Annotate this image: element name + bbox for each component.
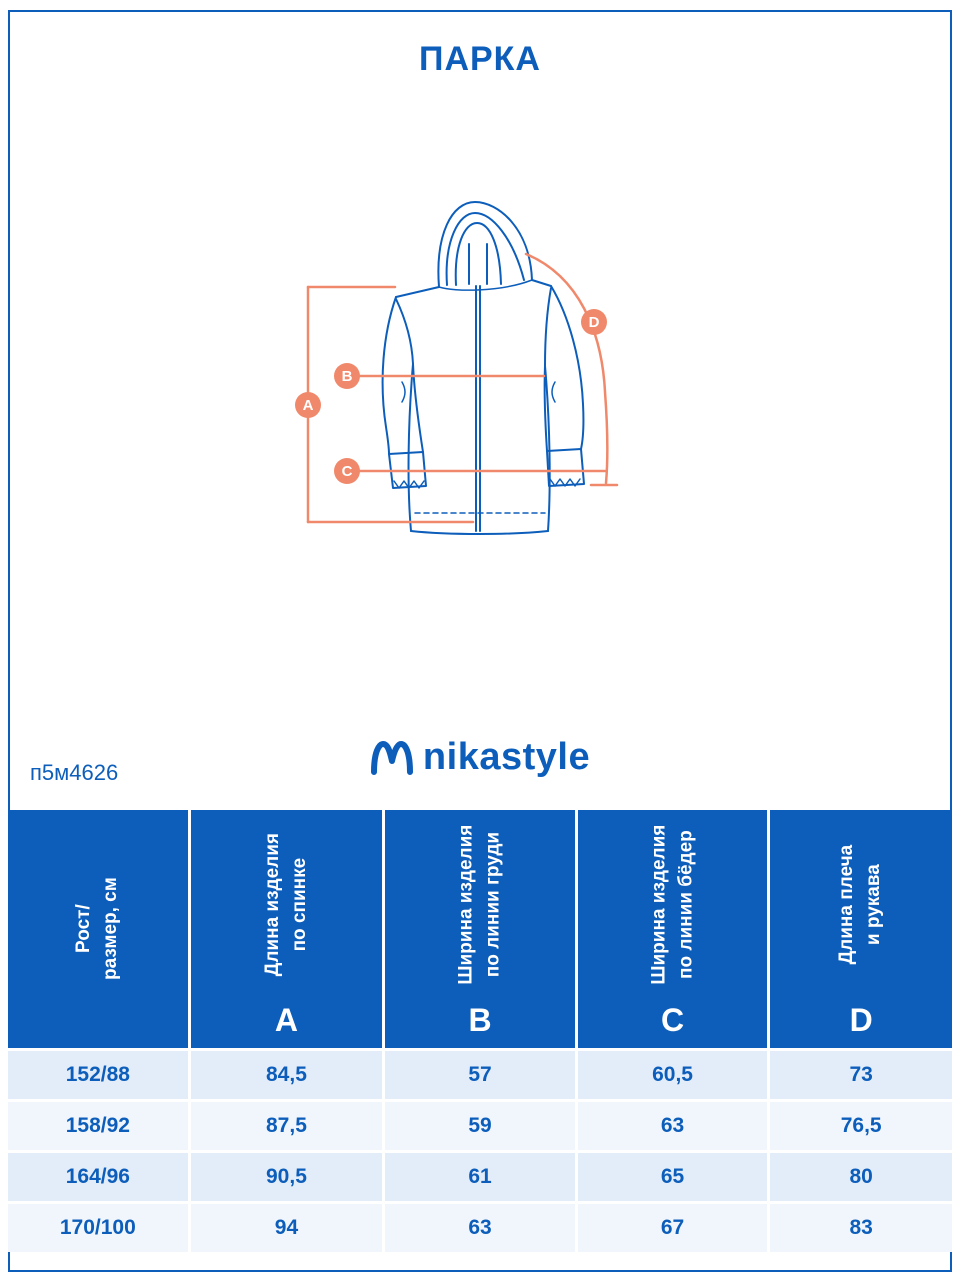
- table-cell: 76,5: [770, 1102, 952, 1150]
- size-table: Рост/ размер, см Длина изделия по спинке…: [8, 810, 952, 1252]
- header-line: Длина изделия: [261, 833, 283, 977]
- column-header-d: Длина плеча и рукава D: [770, 810, 952, 1048]
- table-cell: 94: [190, 1204, 383, 1252]
- header-line: размер, см: [99, 877, 121, 981]
- column-header-size: Рост/ размер, см: [8, 810, 188, 1048]
- table-cell: 63: [577, 1102, 768, 1150]
- table-cell: 73: [770, 1051, 952, 1099]
- header-line: Ширина изделия: [455, 825, 477, 985]
- marker-b-label: B: [342, 368, 353, 385]
- measurement-lines: [306, 252, 619, 524]
- table-cell: 84,5: [190, 1051, 383, 1099]
- header-letter: A: [274, 1001, 298, 1038]
- brand-logo: nikastyle: [0, 736, 960, 779]
- header-letter: D: [849, 1001, 873, 1038]
- marker-a-label: A: [303, 397, 314, 414]
- header-line: Длина плеча: [836, 845, 858, 965]
- header-text-wrap: Длина изделия по спинке: [191, 810, 383, 1000]
- table-cell: 65: [577, 1153, 768, 1201]
- measure-d-curve: [524, 252, 609, 485]
- header-line: по линии бёдер: [674, 830, 696, 980]
- table-cell: 59: [385, 1102, 575, 1150]
- header-text-wrap: Ширина изделия по линии бёдер: [578, 810, 768, 1000]
- brand-name: nikastyle: [422, 736, 591, 778]
- column-header-c: Ширина изделия по линии бёдер C: [577, 810, 768, 1048]
- column-header-a: Длина изделия по спинке A: [190, 810, 383, 1048]
- table-cell: 67: [577, 1204, 768, 1252]
- size-cell: 158/92: [8, 1102, 188, 1150]
- marker-a-circle: [295, 392, 321, 418]
- marker-d-circle: [581, 309, 607, 335]
- table-cell: 60,5: [577, 1051, 768, 1099]
- table-cell: 80: [770, 1153, 952, 1201]
- column-header-b: Ширина изделия по линии груди B: [385, 810, 575, 1048]
- header-text-wrap: Ширина изделия по линии груди: [385, 810, 575, 1000]
- marker-d-label: D: [589, 314, 600, 331]
- header-line: по спинке: [288, 858, 310, 952]
- nikastyle-logo-icon: [370, 740, 413, 775]
- marker-b-circle: [334, 363, 360, 389]
- table-cell: 87,5: [190, 1102, 383, 1150]
- header-line: Ширина изделия: [647, 825, 669, 985]
- product-code: п5м4626: [30, 760, 119, 785]
- header-line: и рукава: [863, 864, 885, 946]
- header-letter: C: [660, 1001, 685, 1038]
- header-line: Рост/: [73, 904, 95, 954]
- table-cell: 90,5: [190, 1153, 383, 1201]
- table-cell: 63: [385, 1204, 575, 1252]
- size-cell: 164/96: [8, 1153, 188, 1201]
- size-cell: 170/100: [8, 1204, 188, 1252]
- table-cell: 57: [385, 1051, 575, 1099]
- header-line: по линии груди: [481, 832, 503, 978]
- header-text-wrap: Длина плеча и рукава: [770, 810, 952, 1000]
- marker-c-circle: [334, 458, 360, 484]
- parka-measurement-diagram: A B C D: [295, 201, 619, 535]
- table-cell: 83: [770, 1204, 952, 1252]
- table-cell: 61: [385, 1153, 575, 1201]
- size-cell: 152/88: [8, 1051, 188, 1099]
- marker-c-label: C: [342, 463, 353, 480]
- measurement-markers: A B C D: [295, 309, 607, 484]
- parka-outline: [381, 201, 585, 535]
- header-letter: B: [468, 1001, 492, 1038]
- header-text-wrap: Рост/ размер, см: [8, 810, 188, 1048]
- page-title: ПАРКА: [419, 40, 541, 78]
